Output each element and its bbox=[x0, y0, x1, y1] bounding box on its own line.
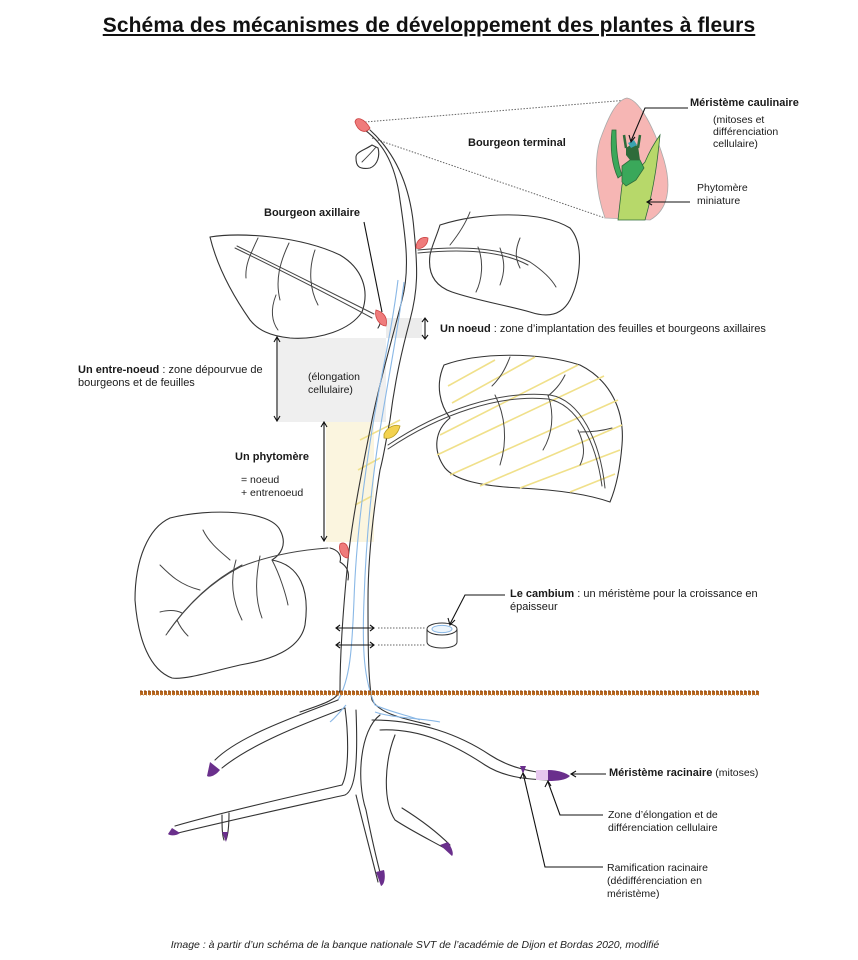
elongation-pointer bbox=[547, 781, 603, 816]
zoom-line-top bbox=[364, 99, 629, 123]
detail-line: différenciation bbox=[713, 126, 779, 138]
axillary-bud-upper bbox=[415, 237, 429, 249]
label-elongation-cellulaire: (élongation cellulaire) bbox=[308, 371, 360, 397]
noeud-description: : zone d’implantation des feuilles et bo… bbox=[490, 323, 766, 335]
root-branch-point bbox=[520, 766, 526, 774]
root-tip bbox=[376, 870, 385, 886]
root-tip-main bbox=[548, 770, 570, 781]
zoom-line-bottom bbox=[371, 137, 606, 219]
axillary-bud-left bbox=[375, 309, 387, 327]
root-system bbox=[168, 699, 570, 886]
root-tip bbox=[222, 832, 228, 842]
page-title: Schéma des mécanismes de développement d… bbox=[102, 14, 756, 37]
cambium-pointer bbox=[449, 594, 505, 625]
root-vascular bbox=[329, 704, 347, 723]
node-zone bbox=[386, 318, 422, 338]
meristeme-racinaire-title: Méristème racinaire bbox=[609, 767, 713, 779]
leaf-middle-right bbox=[354, 354, 623, 506]
label-zone-elongation: Zone d’élongation et de différenciation … bbox=[608, 809, 718, 835]
cambium-title: Le cambium bbox=[510, 588, 575, 600]
axillary-bud-lower bbox=[339, 542, 349, 559]
entre-noeud-description: : zone dépourvue de bbox=[159, 364, 263, 376]
caulinary-meristem-arrowhead bbox=[628, 134, 636, 144]
leaf-upper-left bbox=[209, 234, 375, 339]
cambium-pointer-head bbox=[447, 617, 456, 627]
internode-double-arrow bbox=[273, 335, 281, 423]
detail-line: cellulaire) bbox=[713, 138, 758, 150]
phytomere-miniature-arrowhead bbox=[645, 198, 653, 206]
detail-line: Phytomère bbox=[697, 182, 748, 194]
detail-line: Ramification racinaire bbox=[607, 862, 708, 874]
soil-line bbox=[140, 690, 760, 696]
label-meristeme-caulinaire: Méristème caulinaire bbox=[690, 97, 799, 109]
detail-line: miniature bbox=[697, 195, 741, 207]
internode-zone bbox=[278, 338, 386, 422]
root-elongation-zone bbox=[536, 770, 548, 780]
ramification-pointer bbox=[522, 772, 603, 868]
elongation-arrowhead bbox=[544, 779, 552, 788]
cambium-description-2: épaisseur bbox=[510, 601, 558, 613]
node-double-arrow bbox=[421, 317, 429, 340]
label-meristeme-racinaire: Méristème racinaire (mitoses) bbox=[609, 767, 758, 780]
detail-line: Zone d’élongation et de bbox=[608, 809, 718, 821]
label-phytomere: Un phytomère bbox=[235, 451, 309, 463]
young-leaf-vein bbox=[361, 146, 377, 163]
phytomere-double-arrow bbox=[320, 420, 328, 543]
caulinary-meristem-pointer bbox=[630, 107, 688, 142]
cambium-description: : un méristème pour la croissance en bbox=[574, 588, 758, 600]
detail-line: + entrenoeud bbox=[241, 487, 304, 499]
axillary-bud-highlight bbox=[383, 424, 401, 439]
label-bourgeon-terminal: Bourgeon terminal bbox=[468, 137, 566, 149]
cambium-cylinder-icon bbox=[426, 622, 458, 649]
label-entre-noeud: Un entre-noeud : zone dépourvue de bourg… bbox=[78, 364, 263, 390]
leaf-lower-left bbox=[134, 511, 329, 679]
detail-line: (élongation bbox=[308, 371, 360, 383]
detail-line: (mitoses et bbox=[713, 114, 765, 126]
root-meristem-arrowhead bbox=[569, 770, 577, 778]
label-phytomere-miniature: Phytomère miniature bbox=[697, 182, 748, 208]
label-phytomere-definition: = noeud + entrenoeud bbox=[241, 474, 303, 500]
image-caption: Image : à partir d’un schéma de la banqu… bbox=[170, 939, 660, 951]
label-bourgeon-axillaire: Bourgeon axillaire bbox=[264, 207, 360, 219]
leaf-upper-right bbox=[417, 211, 581, 316]
noeud-title: Un noeud bbox=[440, 323, 491, 335]
detail-line: (dédifférenciation en bbox=[607, 875, 702, 887]
root-vascular-right bbox=[374, 711, 441, 723]
label-cambium: Le cambium : un méristème pour la croiss… bbox=[510, 588, 758, 614]
detail-line: différenciation cellulaire bbox=[608, 822, 718, 834]
entre-noeud-description-2: bourgeons et de feuilles bbox=[78, 377, 195, 389]
label-meristeme-caulinaire-detail: (mitoses et différenciation cellulaire) bbox=[713, 114, 778, 150]
vascular-tissue bbox=[337, 279, 421, 721]
cambium-section-markers bbox=[335, 624, 426, 649]
root-tip bbox=[440, 842, 453, 856]
meristeme-racinaire-detail: (mitoses) bbox=[712, 767, 759, 779]
terminal-bud bbox=[354, 118, 371, 132]
phytomere-zone bbox=[326, 422, 374, 542]
root-tip bbox=[207, 762, 220, 777]
ramification-arrowhead bbox=[519, 771, 527, 780]
label-noeud: Un noeud : zone d’implantation des feuil… bbox=[440, 323, 766, 336]
label-ramification-racinaire: Ramification racinaire (dédifférenciatio… bbox=[607, 862, 708, 901]
entre-noeud-title: Un entre-noeud bbox=[78, 364, 160, 376]
detail-line: cellulaire) bbox=[308, 384, 353, 396]
detail-line: = noeud bbox=[241, 474, 280, 486]
detail-line: méristème) bbox=[607, 888, 660, 900]
terminal-bud-detail bbox=[595, 97, 669, 221]
axillary-bud-pointer bbox=[363, 221, 383, 313]
root-tip bbox=[168, 828, 180, 836]
